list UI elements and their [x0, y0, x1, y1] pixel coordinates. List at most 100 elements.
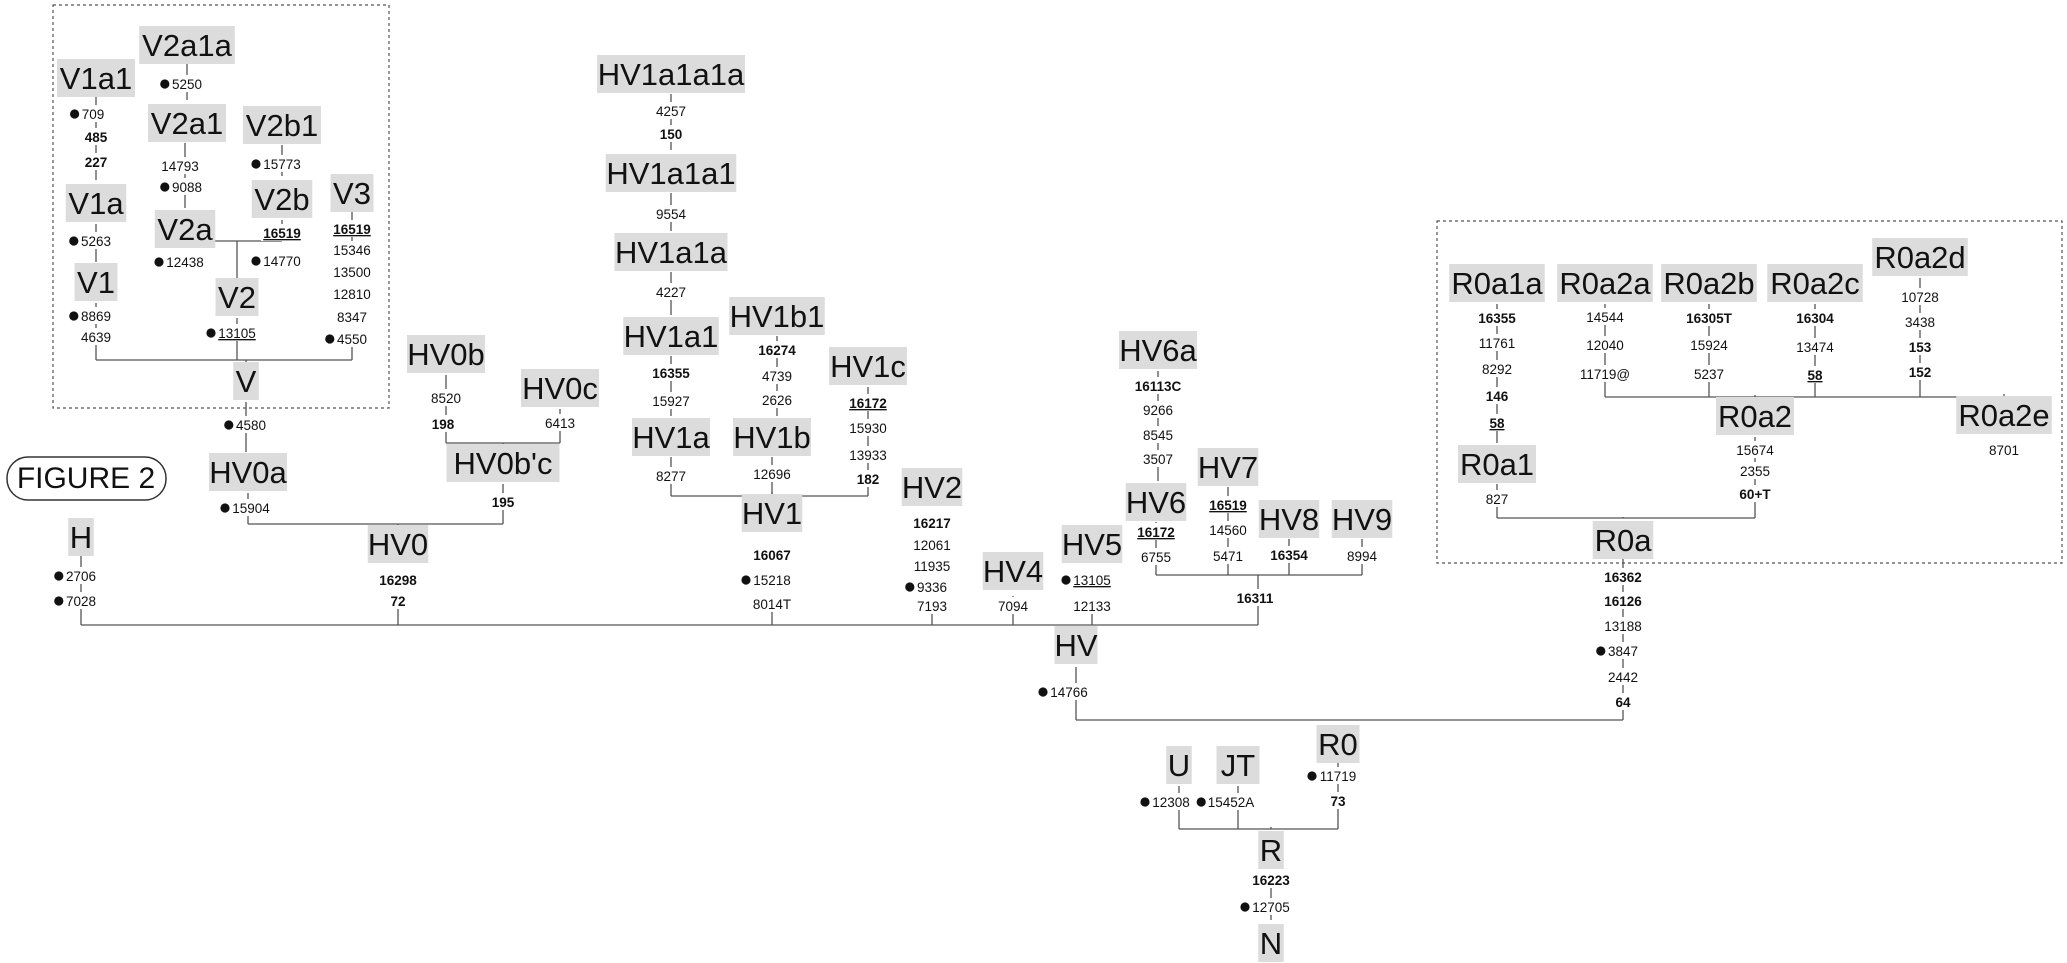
mutation-text: 8292	[1482, 362, 1512, 377]
mutation-text: 16217	[913, 516, 951, 531]
node-label-bg	[1716, 397, 1794, 435]
mutation-label: 15924	[1688, 336, 1730, 353]
mutation-text: 12308	[1152, 795, 1190, 810]
mutation-label-bg	[1048, 683, 1090, 700]
node-label-bg	[74, 263, 118, 301]
mutation-text: 15346	[333, 243, 371, 258]
mutation-label: 8347	[334, 308, 370, 325]
node-hv6a: HV6a	[1119, 331, 1198, 369]
mutation-label: 16274	[756, 341, 798, 358]
mutation-text: 227	[85, 155, 108, 170]
mutation-text: 8545	[1143, 428, 1173, 443]
mutation-label: 16519	[261, 224, 303, 241]
node-label-bg	[741, 494, 803, 532]
mutation-text: 13105	[1073, 573, 1111, 588]
mutation-text: 16298	[379, 573, 417, 588]
mutation-text: 11935	[914, 559, 951, 574]
back-mutation-dot	[1307, 771, 1317, 781]
node-r0a2a: R0a2a	[1557, 264, 1653, 302]
node-label: R0	[1318, 727, 1358, 762]
node-hv0c: HV0c	[521, 369, 599, 407]
node-label-bg	[243, 106, 321, 144]
mutation-label-bg	[334, 308, 370, 325]
mutation-text: 3847	[1608, 644, 1638, 659]
node-hv5: HV5	[1061, 525, 1123, 563]
mutation-label-bg	[169, 75, 205, 92]
mutation-label-bg	[854, 470, 882, 487]
mutation-label: 16172	[1135, 523, 1177, 540]
mutation-label-bg	[1140, 450, 1176, 467]
mutation-text: 198	[432, 417, 455, 432]
mutation-text: 9088	[172, 180, 202, 195]
mutation-text: 12705	[1252, 900, 1290, 915]
mutation-label: 827	[1483, 490, 1511, 507]
mutation-text: 8014T	[753, 597, 791, 612]
mutation-text: 14544	[1586, 310, 1624, 325]
node-label-bg	[1197, 448, 1259, 486]
node-label: N	[1260, 926, 1282, 961]
node-label-bg	[1872, 238, 1968, 276]
node-hv1b: HV1b	[733, 418, 811, 456]
mutation-label-bg	[1602, 568, 1644, 585]
mutation-label: 11761	[1476, 334, 1518, 351]
node-r0a2b: R0a2b	[1661, 264, 1757, 302]
mutation-label: 5250	[160, 75, 205, 92]
node-v2a: V2a	[154, 210, 216, 248]
node-label-bg	[68, 518, 94, 556]
mutation-label-bg	[995, 597, 1031, 614]
node-label: V2	[218, 280, 256, 315]
mutation-label: 15904	[220, 499, 272, 516]
node-hv1a: HV1a	[632, 418, 711, 456]
mutation-text: 4739	[762, 369, 792, 384]
mutation-text: 15218	[753, 573, 791, 588]
mutation-label: 13188	[1602, 617, 1644, 634]
back-mutation-dot	[325, 334, 335, 344]
node-r0a1: R0a1	[1458, 445, 1536, 483]
mutation-text: 150	[660, 127, 683, 142]
mutation-label-bg	[1906, 363, 1934, 380]
mutation-label-bg	[1613, 693, 1633, 710]
mutation-label: 7028	[54, 592, 99, 609]
mutation-label-bg	[847, 394, 889, 411]
mutation-text: 12061	[913, 538, 951, 553]
mutation-label-bg	[331, 263, 373, 280]
mutation-label: 2355	[1737, 462, 1773, 479]
mutation-label-bg	[653, 205, 689, 222]
mutation-label: 9266	[1140, 401, 1176, 418]
mutation-label: 12810	[331, 285, 373, 302]
mutation-label: 73	[1328, 792, 1348, 809]
node-label: HV0b'c	[454, 446, 553, 481]
node-label-bg	[901, 468, 963, 506]
mutation-text: 8277	[656, 469, 686, 484]
back-mutation-dot	[160, 182, 170, 192]
mutation-label: 15927	[650, 392, 692, 409]
node-v2: V2	[215, 278, 259, 316]
mutation-label-bg	[1794, 338, 1836, 355]
node-label-bg	[614, 233, 728, 271]
mutation-label-bg	[1602, 592, 1644, 609]
mutation-label: 7094	[995, 597, 1031, 614]
node-label: R0a1	[1460, 447, 1534, 482]
mutation-label-bg	[759, 391, 795, 408]
mutation-label: 58	[1805, 366, 1825, 383]
mutation-text: 16223	[1252, 873, 1290, 888]
mutation-label-bg	[911, 514, 953, 531]
back-mutation-dot	[160, 79, 170, 89]
mutation-label: 14770	[251, 252, 303, 269]
node-label: HV	[1054, 628, 1097, 663]
mutation-label-bg	[429, 415, 457, 432]
mutation-label: 13105	[1061, 571, 1113, 588]
mutation-label-bg	[78, 232, 114, 249]
node-label: R0a2a	[1559, 266, 1651, 301]
node-label: HV0	[368, 527, 428, 562]
back-mutation-dot	[70, 109, 80, 119]
node-label: V3	[333, 176, 371, 211]
node-label-bg	[632, 418, 710, 456]
mutation-label: 11719	[1307, 767, 1359, 784]
mutation-label: 72	[388, 592, 408, 609]
mutation-text: 15674	[1736, 443, 1774, 458]
mutation-text: 64	[1615, 695, 1631, 710]
mutation-text: 182	[857, 472, 880, 487]
mutation-label: 4639	[78, 328, 114, 345]
